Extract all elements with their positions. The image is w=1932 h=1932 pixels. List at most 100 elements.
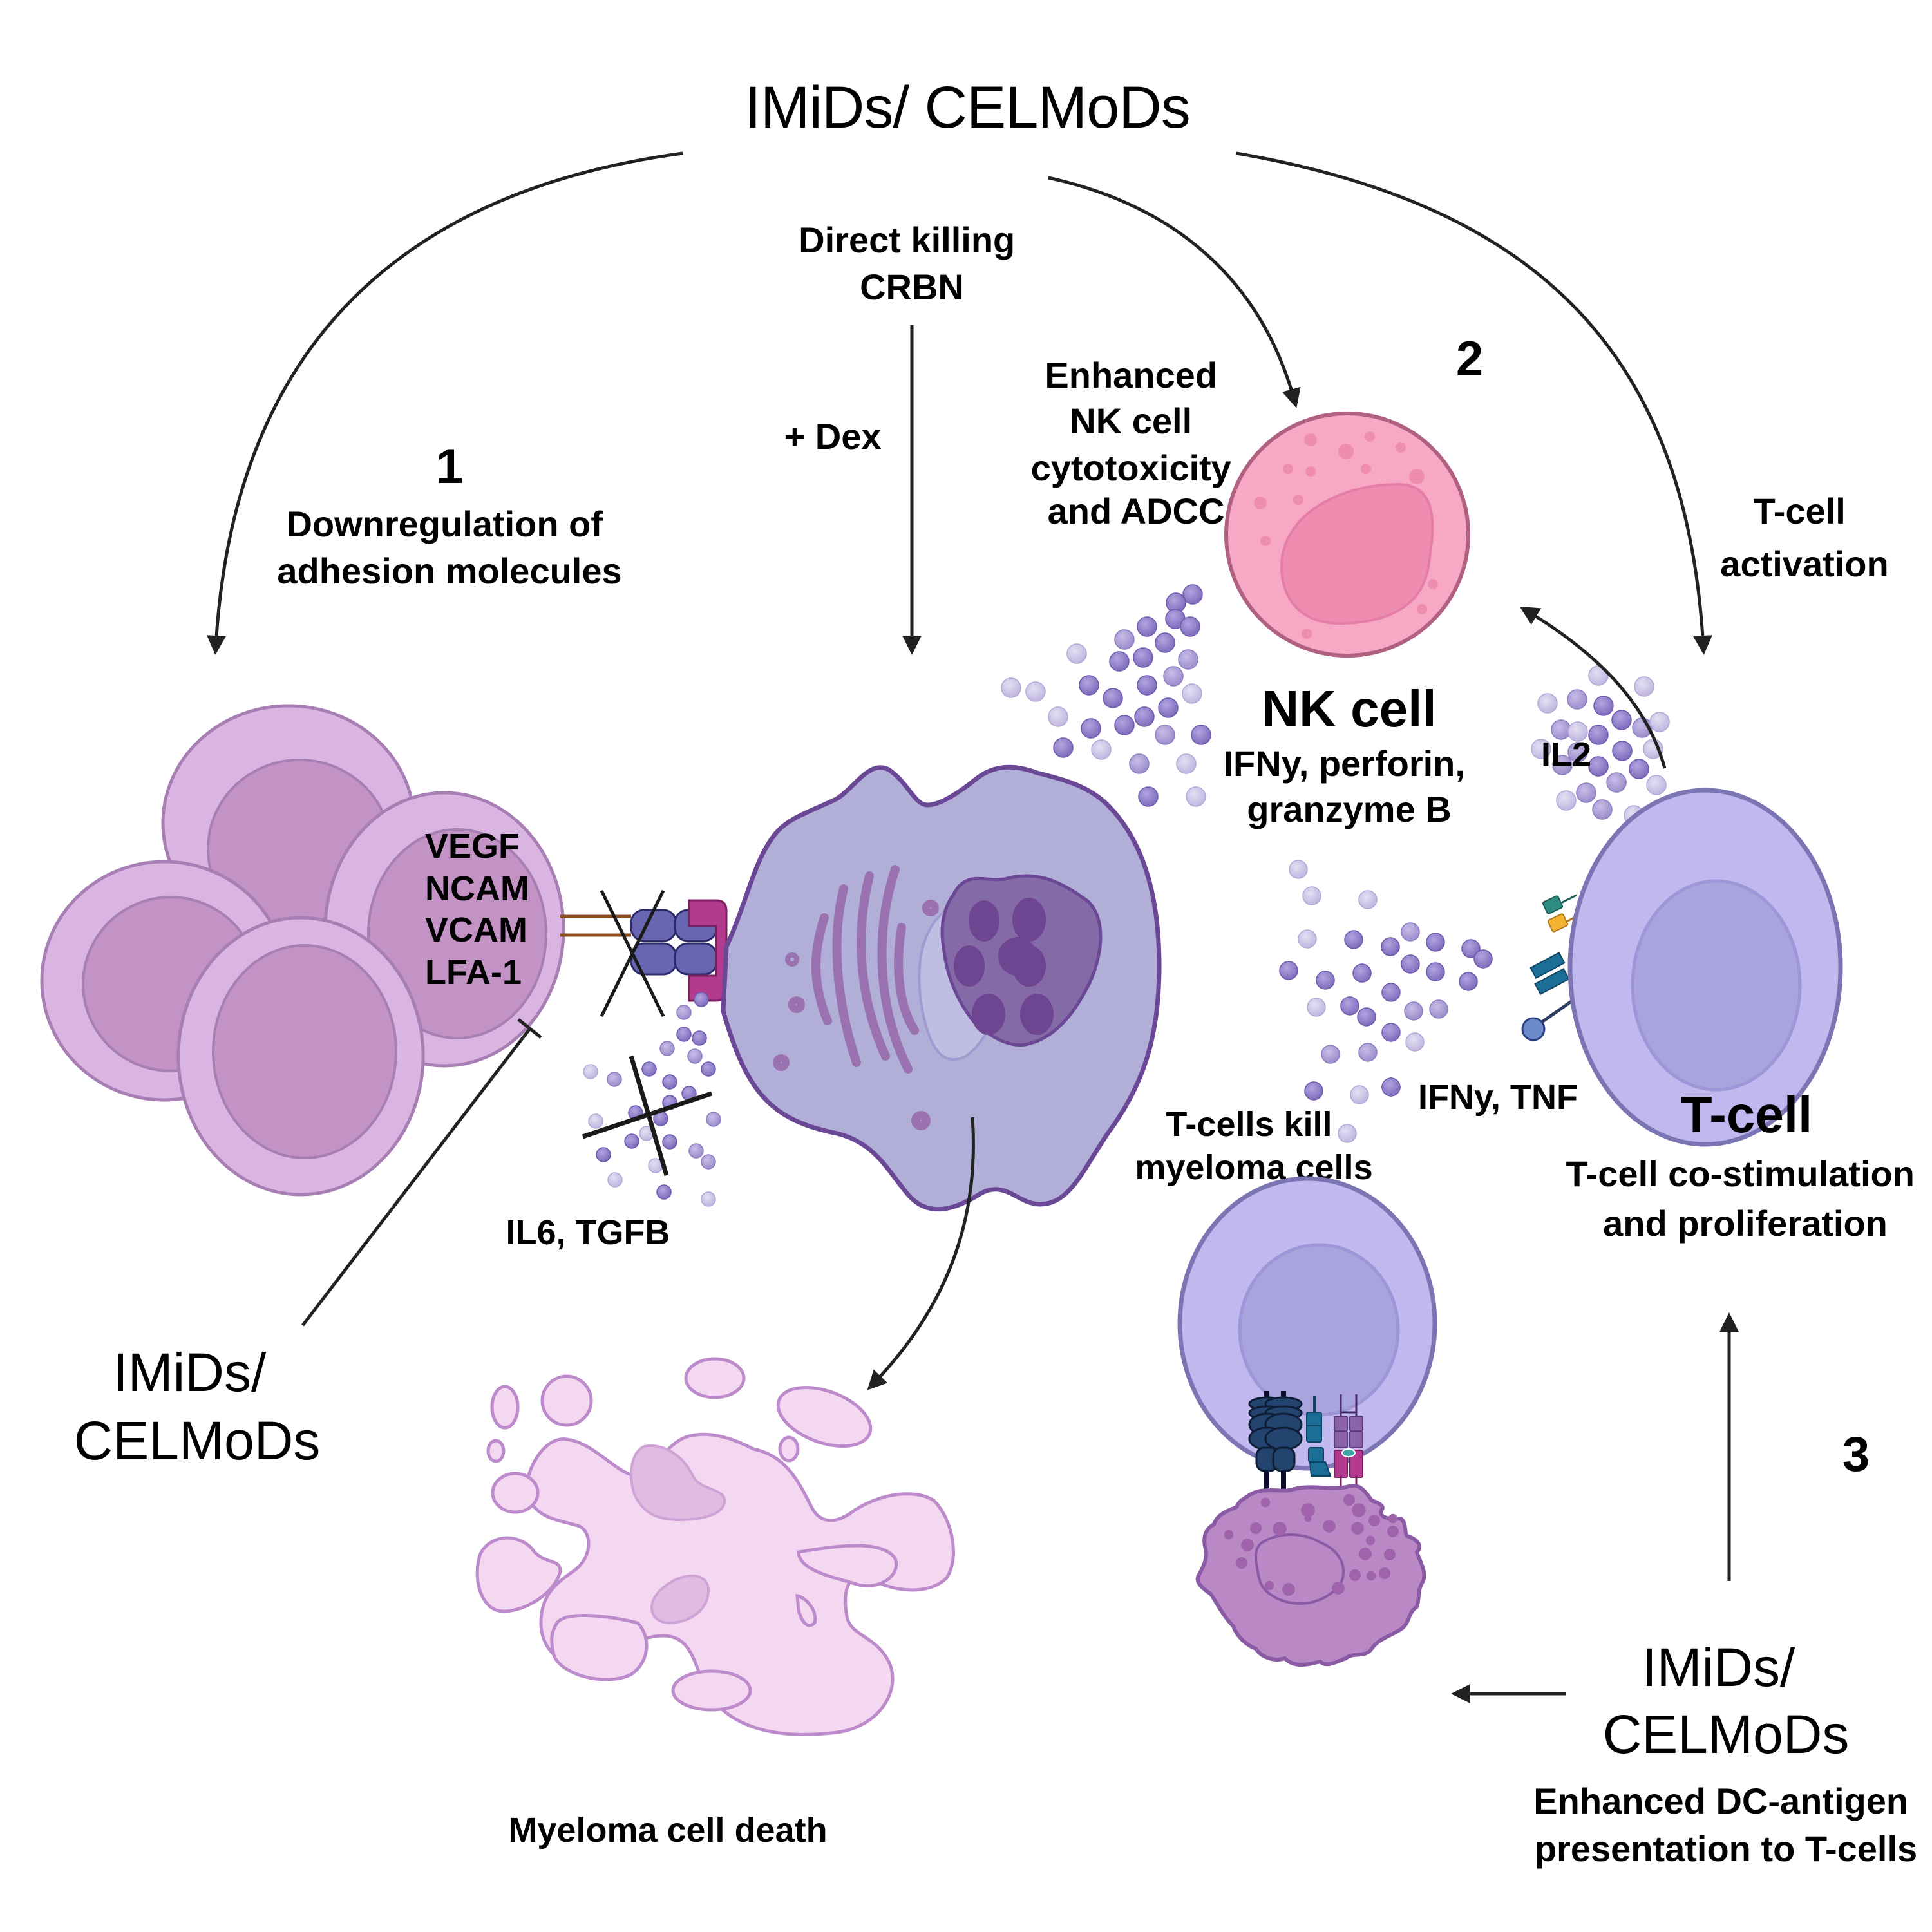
cytokine-dot bbox=[1567, 689, 1587, 710]
dendritic-cell bbox=[1195, 1483, 1426, 1667]
bottom-t-cell bbox=[1177, 1176, 1437, 1471]
dc-granule bbox=[1365, 1535, 1376, 1546]
tcell-activation-label: T-cell activation bbox=[1720, 491, 1888, 584]
cytokine-dot bbox=[624, 1133, 639, 1149]
step-1-description: Downregulation of adhesion molecules bbox=[277, 504, 621, 591]
arrow-to-t-cell bbox=[1236, 151, 1712, 655]
cytokine-dot bbox=[1340, 996, 1359, 1016]
cytokine-dot bbox=[1048, 706, 1068, 727]
inhibition-arrow bbox=[301, 1018, 542, 1327]
cytokine-dot bbox=[1646, 775, 1667, 795]
main-title: IMiDs/ CELMoDs bbox=[744, 75, 1189, 140]
cytokine-dot bbox=[1191, 724, 1211, 745]
dc-granule bbox=[1366, 1571, 1376, 1581]
cytokine-dot bbox=[1081, 718, 1101, 739]
tcells-kill-label: T-cells kill myeloma cells bbox=[1135, 1105, 1372, 1187]
cytokine-dot bbox=[1316, 971, 1335, 990]
left-drug-label: IMiDs/ CELMoDs bbox=[74, 1342, 321, 1471]
cytokine-dot bbox=[1137, 616, 1157, 637]
cytokine-dot bbox=[1649, 712, 1670, 732]
dc-granule bbox=[1236, 1557, 1247, 1569]
dc-granule bbox=[1304, 1515, 1312, 1522]
dc-granule bbox=[1273, 1522, 1287, 1536]
cytokine-dot bbox=[1137, 675, 1157, 696]
cytokine-dot bbox=[1289, 860, 1308, 879]
dc-granule bbox=[1387, 1526, 1399, 1537]
nk-granules bbox=[1254, 431, 1438, 639]
cytokine-dot bbox=[1321, 1045, 1340, 1064]
cytokine-dot bbox=[1588, 724, 1609, 745]
cytokine-dot bbox=[1537, 693, 1558, 714]
cytokine-dot bbox=[1634, 676, 1654, 697]
dc-granule bbox=[1379, 1567, 1390, 1579]
cytokine-dot bbox=[1381, 937, 1400, 956]
cytokine-dot bbox=[1103, 688, 1123, 708]
cytokine-dot bbox=[1279, 961, 1298, 980]
apoptotic-myeloma-cell bbox=[475, 1357, 955, 1736]
arrow-to-cell-death bbox=[867, 1117, 975, 1390]
myeloma-death-label: Myeloma cell death bbox=[508, 1811, 827, 1850]
dc-presentation-label: Enhanced DC-antigen presentation to T-ce… bbox=[1533, 1781, 1918, 1869]
cytokine-dot bbox=[1302, 886, 1321, 905]
cytokine-dot bbox=[1404, 1001, 1423, 1021]
t-cell-title: T-cell bbox=[1681, 1086, 1813, 1143]
cytokine-dot bbox=[1576, 782, 1596, 803]
cytokine-dot bbox=[1001, 677, 1021, 698]
cytokine-dot bbox=[1401, 954, 1420, 974]
dc-granule bbox=[1349, 1569, 1361, 1581]
cytokine-dot bbox=[1592, 799, 1613, 820]
cytokine-dot bbox=[1182, 683, 1202, 704]
nk-cell bbox=[1224, 412, 1470, 658]
il2-arrow-to-nk bbox=[1519, 606, 1667, 769]
cytokine-dot bbox=[1134, 706, 1155, 727]
cytokine-dot bbox=[1350, 1085, 1369, 1104]
cytokine-dot bbox=[1155, 724, 1175, 745]
cytokine-dot bbox=[607, 1172, 623, 1188]
nk-cell-title: NK cell bbox=[1262, 680, 1436, 737]
cytokine-dot bbox=[656, 1184, 672, 1200]
cytokine-dot bbox=[694, 992, 709, 1007]
cytokine-dot bbox=[701, 1154, 716, 1170]
step-1-number: 1 bbox=[436, 439, 463, 494]
cytokine-dot bbox=[1133, 647, 1153, 668]
cytokine-dot bbox=[1358, 890, 1378, 909]
cytokine-dot bbox=[1405, 1032, 1425, 1052]
cytokine-dot bbox=[1344, 930, 1363, 949]
cytokine-dot bbox=[1352, 963, 1372, 983]
cytokine-dot bbox=[1461, 939, 1481, 958]
cytokine-dot bbox=[1426, 933, 1445, 952]
adhesion-receptor-complex bbox=[560, 899, 728, 1002]
cytokine-dot bbox=[1307, 998, 1326, 1017]
dc-granule bbox=[1260, 1497, 1271, 1508]
cytokine-dot bbox=[1129, 753, 1150, 774]
cytokine-dot bbox=[1182, 584, 1203, 605]
cytokine-dot bbox=[1138, 786, 1159, 807]
cytokine-dot bbox=[1381, 1077, 1401, 1097]
cytokine-dot bbox=[659, 1041, 675, 1056]
cytokine-dot bbox=[1556, 790, 1577, 811]
cytokine-dot bbox=[1381, 1023, 1401, 1042]
ifny-tnf-cytokine-cloud bbox=[1279, 860, 1493, 1143]
cytokine-dot bbox=[1606, 772, 1627, 793]
dc-granule bbox=[1332, 1582, 1345, 1595]
step-3-number: 3 bbox=[1842, 1427, 1870, 1482]
cytokine-dot bbox=[1401, 922, 1420, 942]
dc-granule bbox=[1352, 1503, 1366, 1517]
cytokine-dot bbox=[1357, 1007, 1376, 1027]
cytokine-dot bbox=[701, 1061, 716, 1077]
cytokine-dot bbox=[607, 1072, 622, 1087]
cytokine-dot bbox=[1053, 737, 1074, 758]
il6-cytokine-cloud bbox=[583, 992, 721, 1207]
dc-granule bbox=[1351, 1522, 1364, 1535]
tcr-mhc-complex bbox=[1248, 1391, 1363, 1497]
cytokine-dot bbox=[1588, 756, 1609, 777]
adhesion-molecules-list: VEGF NCAM VCAM LFA-1 bbox=[425, 827, 539, 992]
cytokine-dot bbox=[1114, 629, 1135, 650]
myeloma-cell bbox=[721, 764, 1162, 1211]
cytokine-dot bbox=[662, 1074, 677, 1090]
t-cell-receptors bbox=[1521, 894, 1577, 1041]
cytokine-dot bbox=[1079, 675, 1099, 696]
endoplasmic-reticulum bbox=[773, 865, 939, 1130]
cytokine-dot bbox=[1567, 721, 1588, 742]
